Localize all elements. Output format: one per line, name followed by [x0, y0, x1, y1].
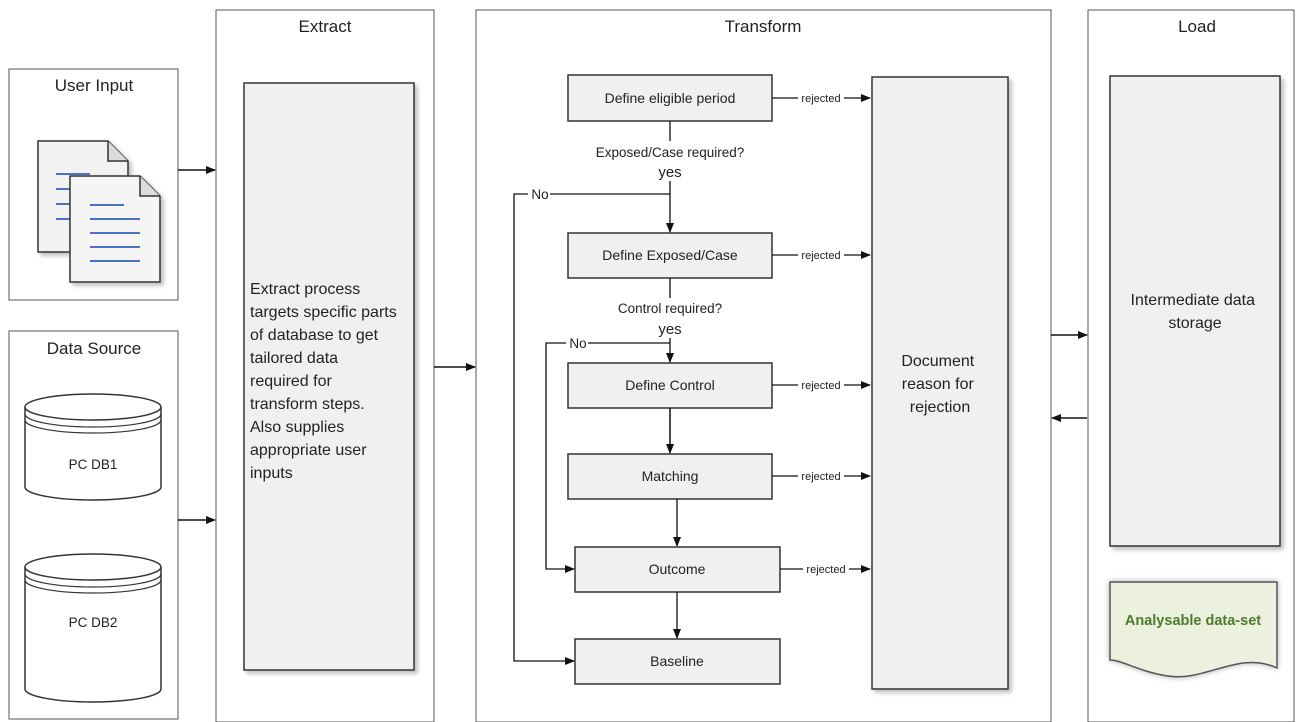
document-reason-text: Document reason for rejection [901, 353, 978, 416]
control-yes-label: yes [658, 321, 681, 338]
no-label-exposed: No [531, 187, 548, 202]
analysable-dataset-document: Analysable data-set [1109, 581, 1278, 678]
database-icon-1: PC DB1 [24, 393, 162, 501]
step-matching: Matching [567, 453, 773, 500]
extract-description: Extract process targets specific parts o… [250, 281, 401, 482]
svg-text:rejected: rejected [801, 93, 840, 105]
step-baseline: Baseline [574, 638, 781, 685]
svg-text:Baseline: Baseline [650, 653, 704, 669]
documents-icon [37, 140, 161, 283]
data-source-title: Data Source [47, 339, 142, 358]
svg-text:rejected: rejected [801, 250, 840, 262]
rejected-arrow-eligible: rejected [772, 91, 871, 105]
transform-title: Transform [725, 17, 802, 36]
user-input-title: User Input [55, 76, 134, 95]
extract-title: Extract [299, 17, 352, 36]
rejected-arrow-matching: rejected [772, 469, 871, 483]
svg-text:rejected: rejected [806, 564, 845, 576]
load-panel: Load Intermediate data storage Analysabl… [1087, 9, 1295, 722]
control-required-question: Control required? [618, 301, 722, 316]
extract-panel: Extract Extract process targets specific… [215, 9, 435, 722]
no-bypass-control-line [545, 342, 670, 573]
svg-text:rejected: rejected [801, 471, 840, 483]
exposed-required-question: Exposed/Case required? [596, 145, 745, 160]
rejected-arrow-control: rejected [772, 378, 871, 392]
database-icon-2: PC DB2 [24, 553, 162, 703]
transform-panel: Transform Define eligible period Define … [475, 9, 1052, 722]
step-outcome: Outcome [574, 546, 781, 593]
exposed-yes-label: yes [658, 164, 681, 181]
no-label-control: No [569, 336, 586, 351]
step-define-eligible-period: Define eligible period [567, 74, 773, 122]
user-input-panel: User Input [8, 68, 179, 301]
step-define-exposed-case: Define Exposed/Case [567, 232, 773, 279]
svg-text:Outcome: Outcome [649, 561, 706, 577]
intermediate-storage-box [1109, 75, 1281, 547]
analysable-dataset-label: Analysable data-set [1125, 613, 1261, 629]
intermediate-storage-text: Intermediate data storage [1131, 292, 1260, 332]
database-label-1: PC DB1 [69, 457, 118, 472]
svg-text:Matching: Matching [642, 468, 699, 484]
svg-text:Define Exposed/Case: Define Exposed/Case [602, 247, 738, 263]
no-bypass-exposed-line [513, 193, 670, 665]
svg-text:Define eligible period: Define eligible period [605, 90, 736, 106]
data-source-panel: Data Source PC DB1 PC DB2 [8, 330, 179, 720]
document-reason-box [871, 76, 1009, 690]
load-title: Load [1178, 17, 1216, 36]
rejected-arrow-outcome: rejected [780, 562, 871, 576]
extract-process-box [243, 82, 415, 671]
svg-text:rejected: rejected [801, 380, 840, 392]
database-label-2: PC DB2 [69, 615, 118, 630]
svg-text:Define Control: Define Control [625, 377, 715, 393]
step-define-control: Define Control [567, 362, 773, 409]
rejected-arrow-exposed: rejected [772, 248, 871, 262]
